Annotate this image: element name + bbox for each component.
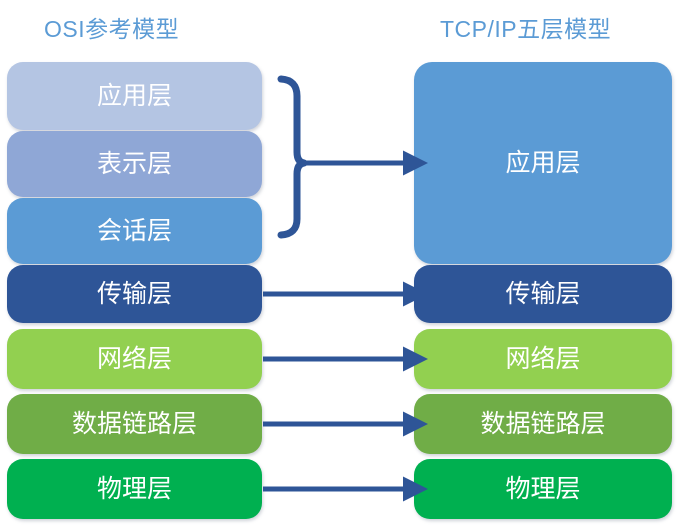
osi-layer-session[interactable]: 会话层: [7, 198, 262, 264]
osi-layer-presentation[interactable]: 表示层: [7, 131, 262, 197]
tcpip-layer-physical[interactable]: 物理层: [414, 459, 672, 519]
osi-layer-label: 网络层: [96, 344, 172, 373]
tcpip-layer-label: 网络层: [505, 344, 581, 373]
tcpip-layer-label: 传输层: [505, 279, 581, 308]
osi-column-title: OSI参考模型: [44, 16, 180, 42]
tcpip-layer-label: 数据链路层: [480, 409, 606, 438]
osi-layer-label: 表示层: [96, 149, 172, 178]
osi-layer-transport[interactable]: 传输层: [7, 265, 262, 323]
osi-layer-datalink[interactable]: 数据链路层: [7, 394, 262, 454]
tcpip-layer-network[interactable]: 网络层: [414, 329, 672, 389]
tcpip-layer-label: 物理层: [505, 474, 581, 503]
osi-layer-label: 数据链路层: [71, 409, 197, 438]
tcpip-column-title: TCP/IP五层模型: [440, 16, 612, 42]
osi-layer-application[interactable]: 应用层: [7, 62, 262, 130]
osi-layer-label: 传输层: [96, 279, 172, 308]
tcpip-layer-application[interactable]: 应用层: [414, 62, 672, 264]
osi-layer-label: 会话层: [96, 216, 172, 245]
tcpip-layer-transport[interactable]: 传输层: [414, 265, 672, 323]
osi-layer-network[interactable]: 网络层: [7, 329, 262, 389]
osi-layer-label: 物理层: [96, 474, 172, 503]
osi-layer-label: 应用层: [96, 81, 172, 110]
osi-layer-physical[interactable]: 物理层: [7, 459, 262, 519]
tcpip-layer-datalink[interactable]: 数据链路层: [414, 394, 672, 454]
tcpip-layer-label: 应用层: [505, 148, 581, 177]
brace-application-group: [277, 75, 308, 239]
